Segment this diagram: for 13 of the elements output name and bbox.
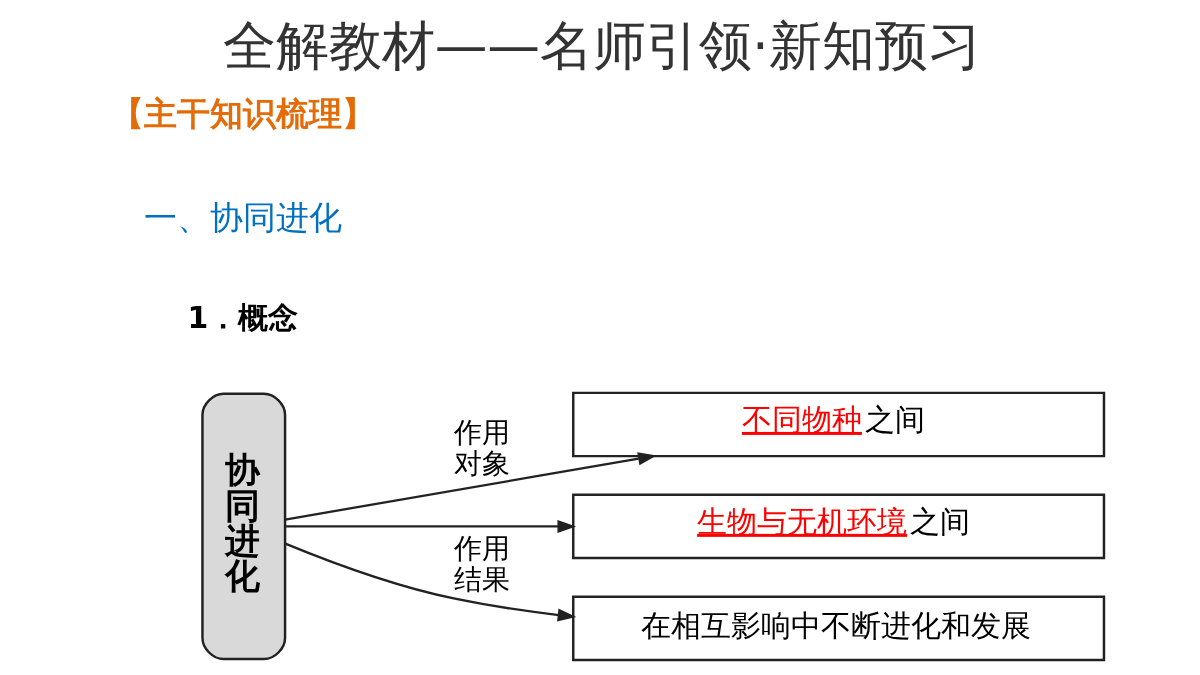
label: 1．概念 xyxy=(187,300,298,336)
node-box: 不同物种之间 xyxy=(571,391,1105,458)
node-box: 协同进化 xyxy=(200,392,286,661)
arrow xyxy=(284,519,576,533)
edge-label: 作用结果 xyxy=(453,531,510,597)
label: 一、协同进化 xyxy=(143,197,342,237)
label: 【主干知识梳理】 xyxy=(110,94,375,134)
arrow xyxy=(284,452,657,521)
diagram-title: 全解教材——名师引领·新知预习 xyxy=(222,15,981,77)
node-box: 生物与无机环境之间 xyxy=(571,493,1105,560)
arrow xyxy=(284,542,576,622)
edge-label: 作用对象 xyxy=(453,415,510,481)
node-box: 在相互影响中不断进化和发展 xyxy=(571,595,1105,662)
